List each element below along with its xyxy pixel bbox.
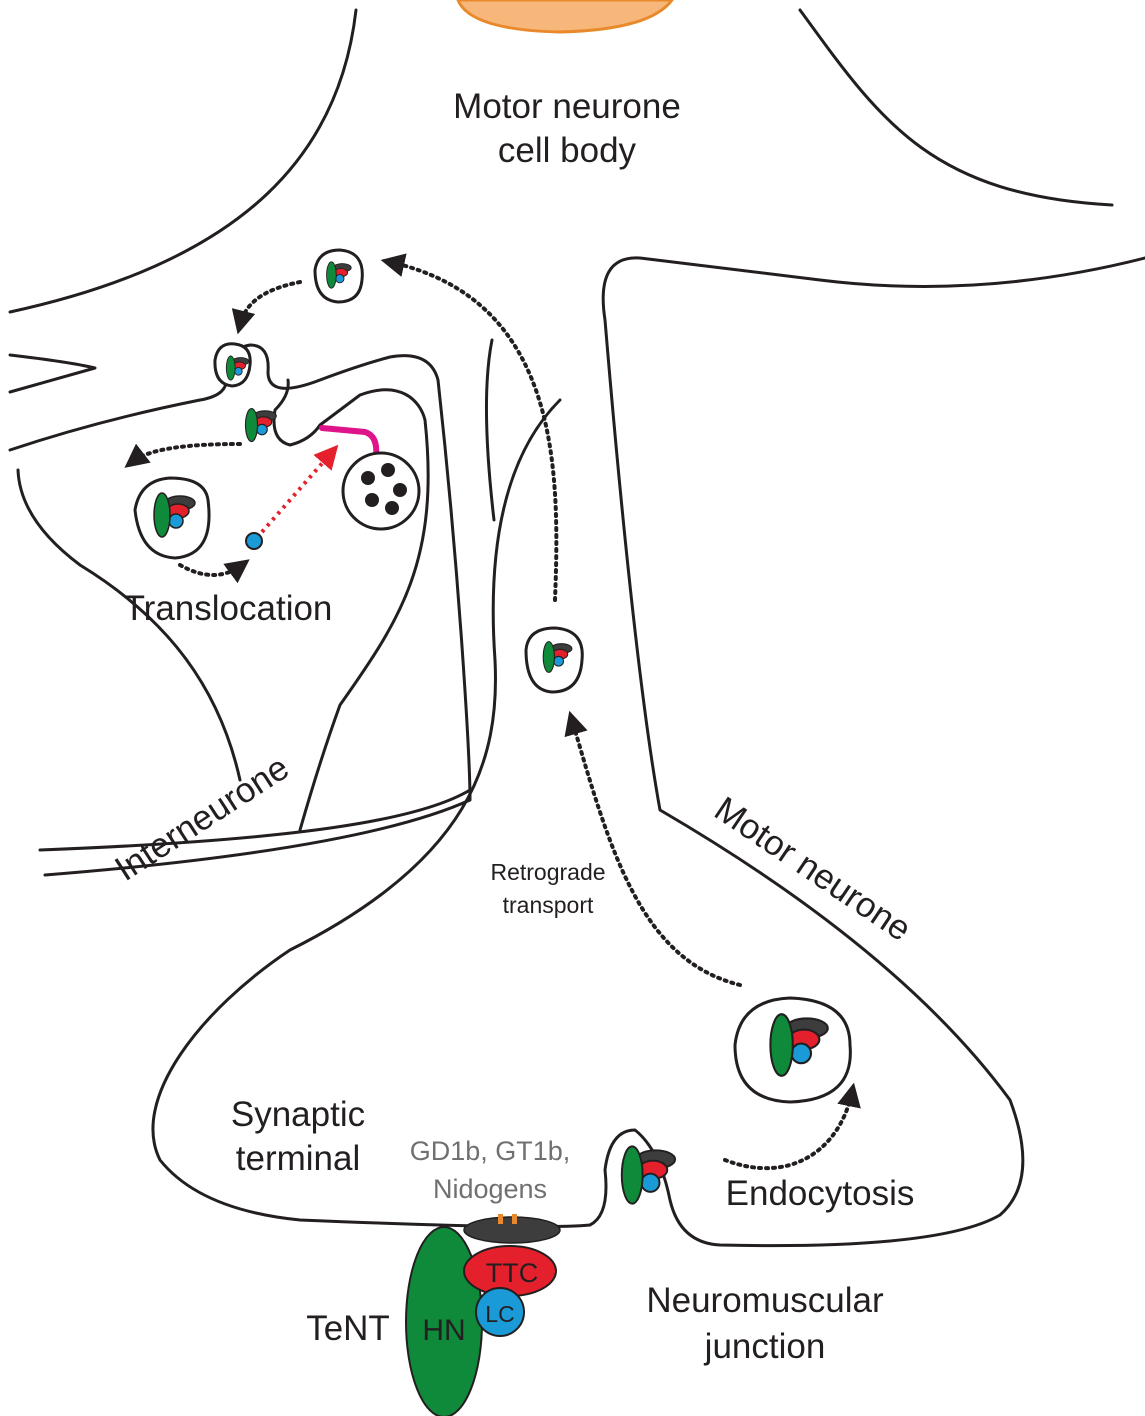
motor-neurone-membrane-left	[10, 10, 356, 312]
synaptic-label-line1: Synaptic	[231, 1095, 365, 1134]
receptors-label-line1: GD1b, GT1b,	[410, 1136, 571, 1166]
arrow-translocation	[262, 452, 332, 532]
ttc-label: TTC	[486, 1258, 538, 1288]
nmj-label-line2: junction	[704, 1327, 826, 1366]
vesicle-top	[315, 250, 362, 302]
retrograde-label-line1: Retrograde	[490, 859, 605, 885]
nmj-label-line1: Neuromuscular	[646, 1281, 884, 1320]
vesicle-endocytosed	[735, 998, 850, 1102]
vesicle-retrograde	[526, 628, 582, 692]
cell-body-shape	[458, 0, 672, 32]
arrow-retrograde-upper	[390, 262, 556, 600]
synaptic-vesicle-cluster	[343, 453, 419, 529]
lc-label: LC	[485, 1301, 514, 1327]
arrow-to-exit	[240, 282, 300, 325]
axon-inner-membrane	[486, 340, 494, 520]
vesicle-exocytosis	[215, 344, 250, 386]
receptor-mark	[512, 1214, 517, 1224]
interneurone-top-branch	[10, 355, 95, 392]
receptor-mark	[498, 1214, 503, 1224]
endocytosis-label: Endocytosis	[726, 1174, 915, 1213]
receptors-label-line2: Nidogens	[433, 1174, 547, 1204]
cell-body-label-line2: cell body	[498, 131, 637, 170]
arrow-retrograde-lower	[572, 720, 740, 985]
free-lc-dot	[246, 533, 262, 549]
motor-neurone-label: Motor neurone	[708, 789, 919, 949]
tent-toxin-large: HN TTC LC	[406, 1214, 560, 1416]
synaptic-label-line2: terminal	[236, 1139, 360, 1178]
vesicle-interneurone	[135, 478, 209, 558]
translocation-label: Translocation	[124, 589, 333, 628]
arrow-lc-release	[180, 565, 242, 575]
tent-label: TeNT	[306, 1309, 390, 1348]
cell-body-label-line1: Motor neurone	[453, 87, 681, 126]
vesicle-entry	[246, 409, 277, 442]
arrow-into-interneurone	[132, 444, 240, 462]
interneurone-label: Interneurone	[108, 748, 296, 889]
hn-label: HN	[422, 1314, 465, 1347]
toxin-invagination	[622, 1146, 675, 1203]
motor-neurone-membrane-top-right	[800, 10, 1112, 205]
retrograde-label-line2: transport	[503, 892, 594, 918]
